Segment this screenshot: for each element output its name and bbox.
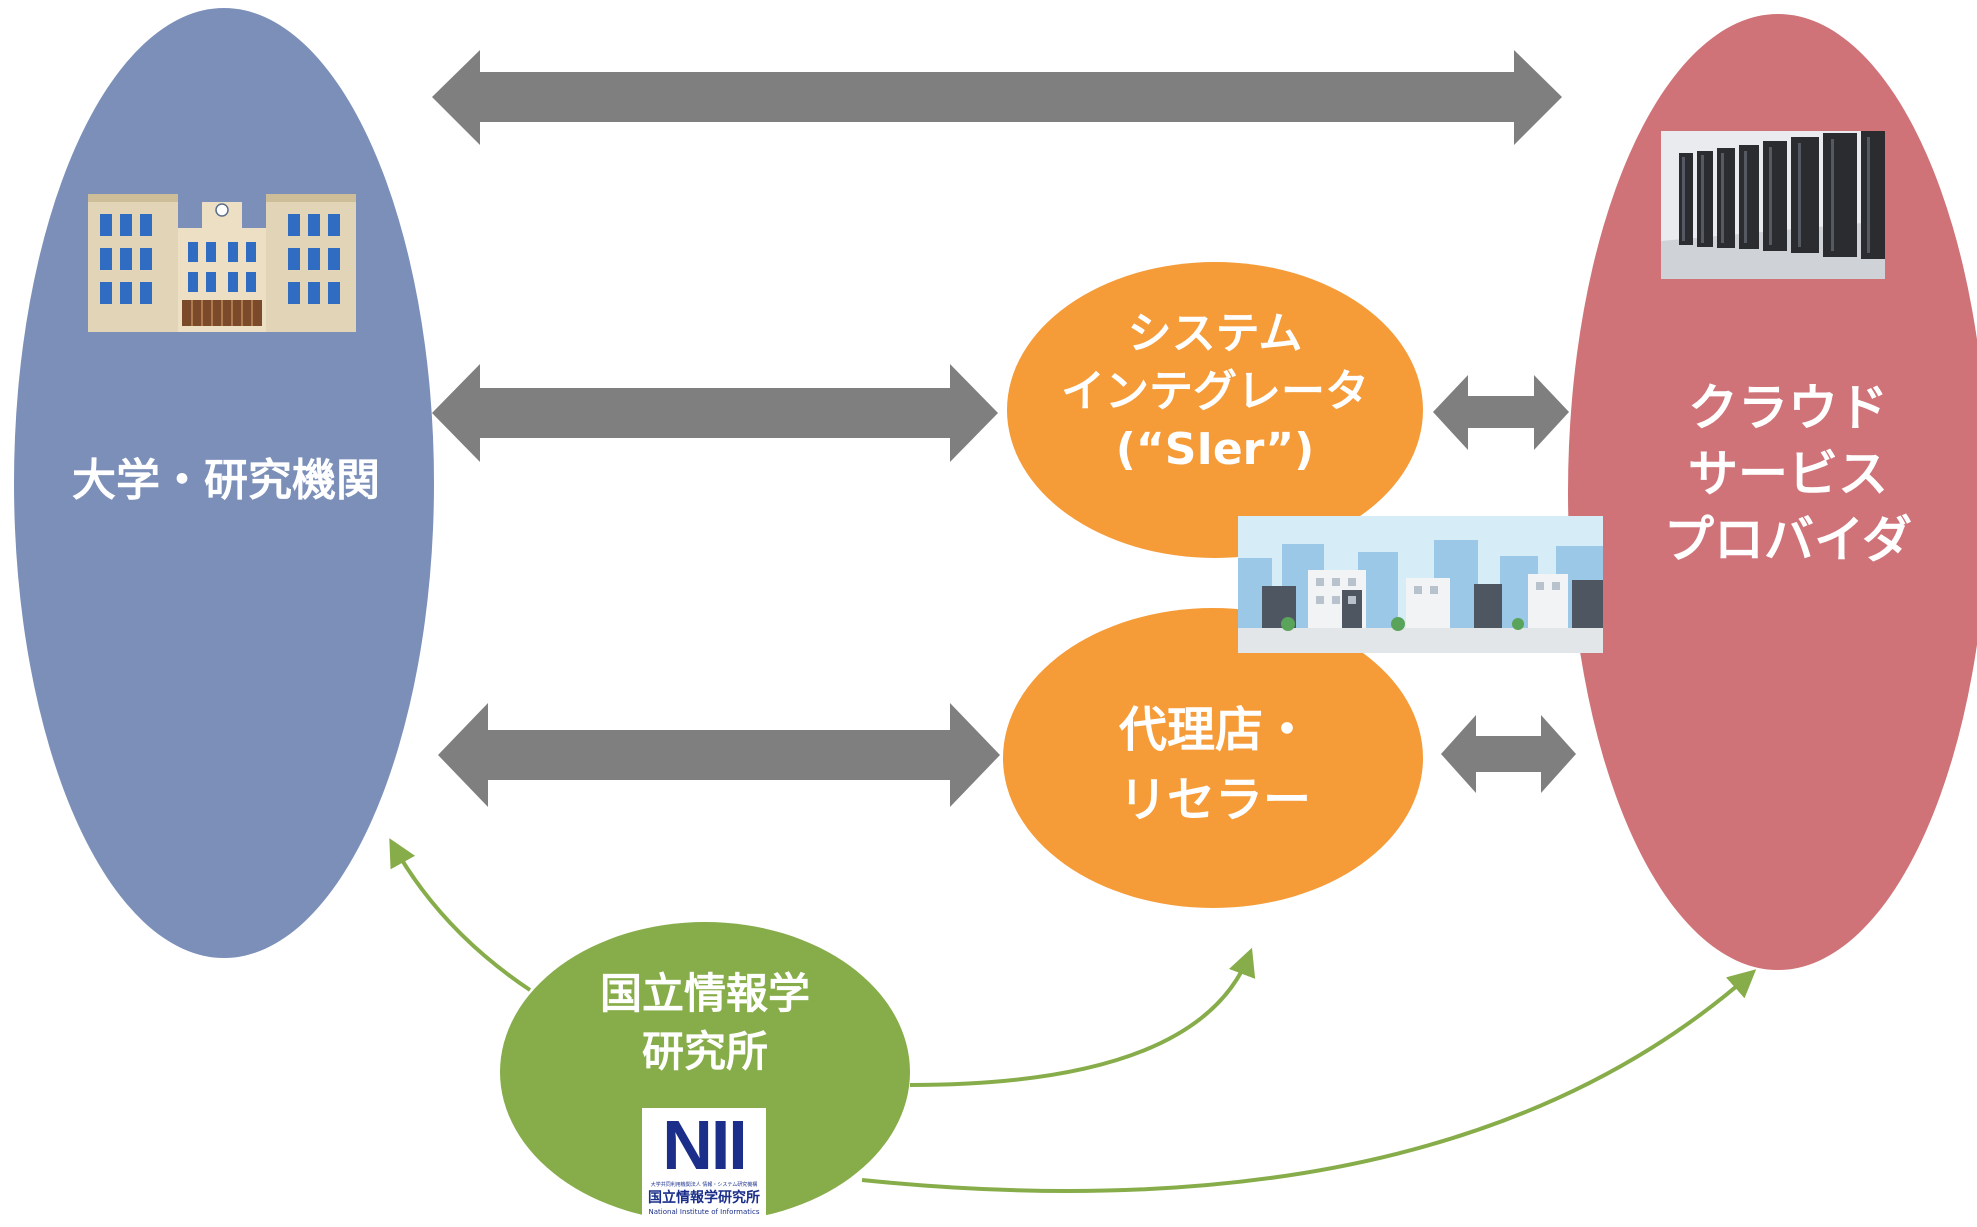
university-reseller-double-arrow [438, 703, 1000, 807]
reseller-label-line-2: リセラー [1118, 772, 1311, 828]
sier-label: システム インテグレータ (“SIer”) [1010, 305, 1420, 479]
sier-label-line-2: インテグレータ [1061, 366, 1369, 417]
university-sier-double-arrow [432, 364, 998, 462]
server-rack-icon [1661, 131, 1885, 279]
cloud-label-line-2: サービス [1688, 445, 1888, 503]
reseller-label-line-1: 代理店・ [1118, 702, 1311, 758]
sier-ellipse [1007, 262, 1423, 558]
cloud-label-line-1: クラウド [1688, 379, 1888, 437]
nii-ellipse [500, 922, 910, 1222]
reseller-ellipse [1003, 608, 1423, 908]
sier-label-line-1: システム [1127, 308, 1303, 359]
university-label: 大学・研究機関 [72, 455, 380, 506]
cloud-label-line-3: プロバイダ [1664, 511, 1912, 569]
nii-logo-jp: 国立情報学研究所 [648, 1190, 760, 1206]
nii-logo: NII 大学共同利用機関法人 情報・システム研究機構 国立情報学研究所 Nati… [642, 1108, 766, 1223]
nii-label: 国立情報学 研究所 [540, 965, 870, 1081]
university-building-icon [88, 194, 356, 332]
nii-label-line-2: 研究所 [641, 1027, 768, 1076]
cloud-provider-label: クラウド サービス プロバイダ [1598, 375, 1977, 573]
sier-cloud-double-arrow [1433, 375, 1569, 450]
reseller-cloud-double-arrow [1441, 715, 1576, 793]
city-buildings-icon [1238, 516, 1603, 653]
reseller-label: 代理店・ リセラー [1030, 695, 1400, 835]
nii-to-university-curve [389, 838, 532, 992]
nii-logo-en: National Institute of Informatics [648, 1208, 760, 1216]
nii-logo-mark: NII [662, 1108, 747, 1184]
nii-to-reseller-curve [909, 947, 1256, 1087]
nii-label-line-1: 国立情報学 [599, 969, 810, 1018]
nii-to-cloud-curve [861, 969, 1757, 1194]
nii-logo-small-top: 大学共同利用機関法人 情報・システム研究機構 [650, 1182, 758, 1188]
sier-label-line-3: (“SIer”) [1115, 424, 1315, 475]
top-double-arrow [432, 50, 1562, 145]
